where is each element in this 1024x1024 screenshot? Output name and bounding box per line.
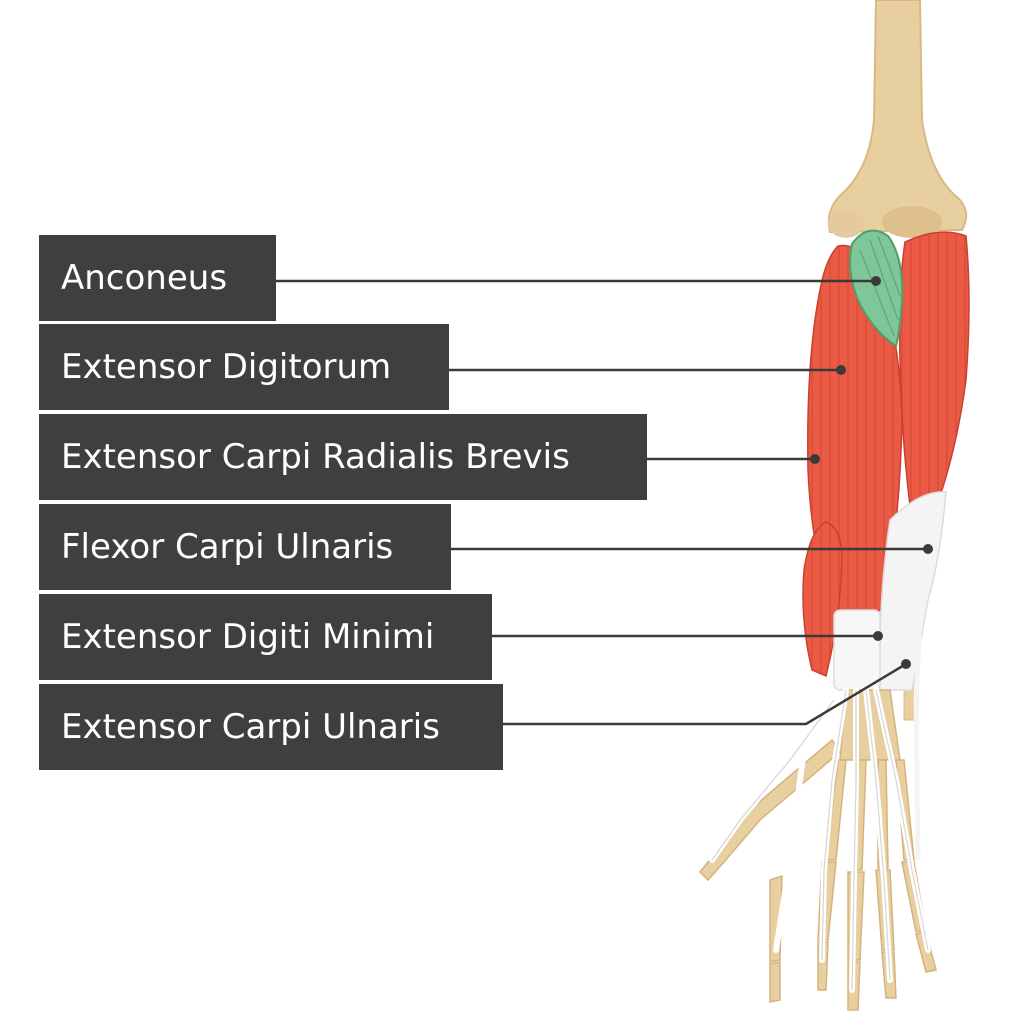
label-flexor-carpi-ulnaris: Flexor Carpi Ulnaris bbox=[39, 504, 451, 590]
label-extensor-digitorum: Extensor Digitorum bbox=[39, 324, 449, 410]
label-anconeus: Anconeus bbox=[39, 235, 276, 321]
olecranon bbox=[882, 206, 942, 238]
leader-dots bbox=[810, 276, 933, 669]
wrist-tendon-band bbox=[833, 609, 881, 691]
lateral-epicondyle bbox=[828, 210, 864, 238]
label-extensor-digiti-minimi: Extensor Digiti Minimi bbox=[39, 594, 492, 680]
label-extensor-carpi-radialis-brevis: Extensor Carpi Radialis Brevis bbox=[39, 414, 647, 500]
humerus-bone bbox=[827, 0, 968, 234]
leader-line-extensor-carpi-ulnaris bbox=[503, 662, 907, 726]
anconeus-muscle bbox=[849, 229, 904, 348]
leader-lines bbox=[276, 279, 928, 726]
label-extensor-carpi-ulnaris: Extensor Carpi Ulnaris bbox=[39, 684, 503, 770]
extensor-retinaculum bbox=[878, 491, 947, 691]
hand-bones bbox=[698, 689, 937, 1011]
flexor-carpi-ulnaris-tendon bbox=[913, 499, 929, 861]
